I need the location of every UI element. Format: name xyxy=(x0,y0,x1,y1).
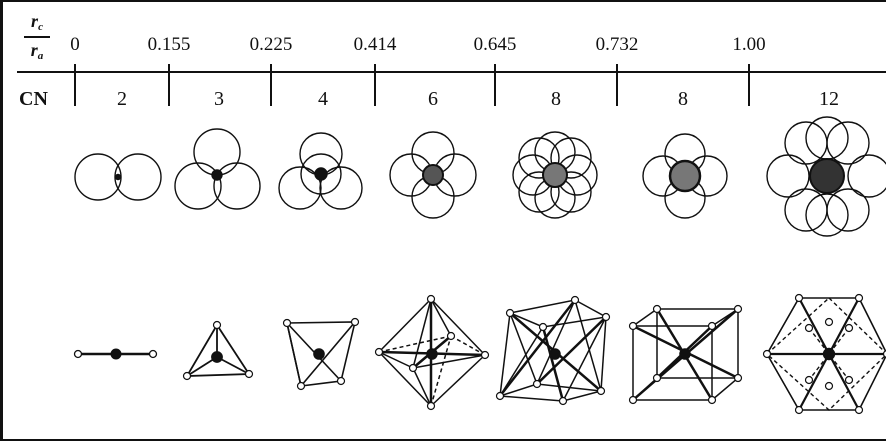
packing-cn3 xyxy=(175,129,260,209)
packing-cn12 xyxy=(767,117,886,236)
polyhedron-tetrahedron xyxy=(284,319,359,390)
packing-cn2 xyxy=(75,154,161,200)
diagram-art xyxy=(3,2,886,443)
polyhedron-octahedron xyxy=(376,296,489,410)
polyhedron-linear xyxy=(75,349,157,359)
polyhedron-antiprism xyxy=(497,297,610,405)
packing-cn8-b xyxy=(643,134,727,218)
packing-cn4 xyxy=(279,133,362,209)
packing-cn8 xyxy=(513,132,597,218)
packing-cn6 xyxy=(390,132,476,218)
polyhedron-cuboctahedron xyxy=(764,295,886,414)
polyhedron-triangle xyxy=(184,322,253,380)
polyhedron-cube xyxy=(630,306,742,404)
ratio-axis xyxy=(17,64,886,106)
